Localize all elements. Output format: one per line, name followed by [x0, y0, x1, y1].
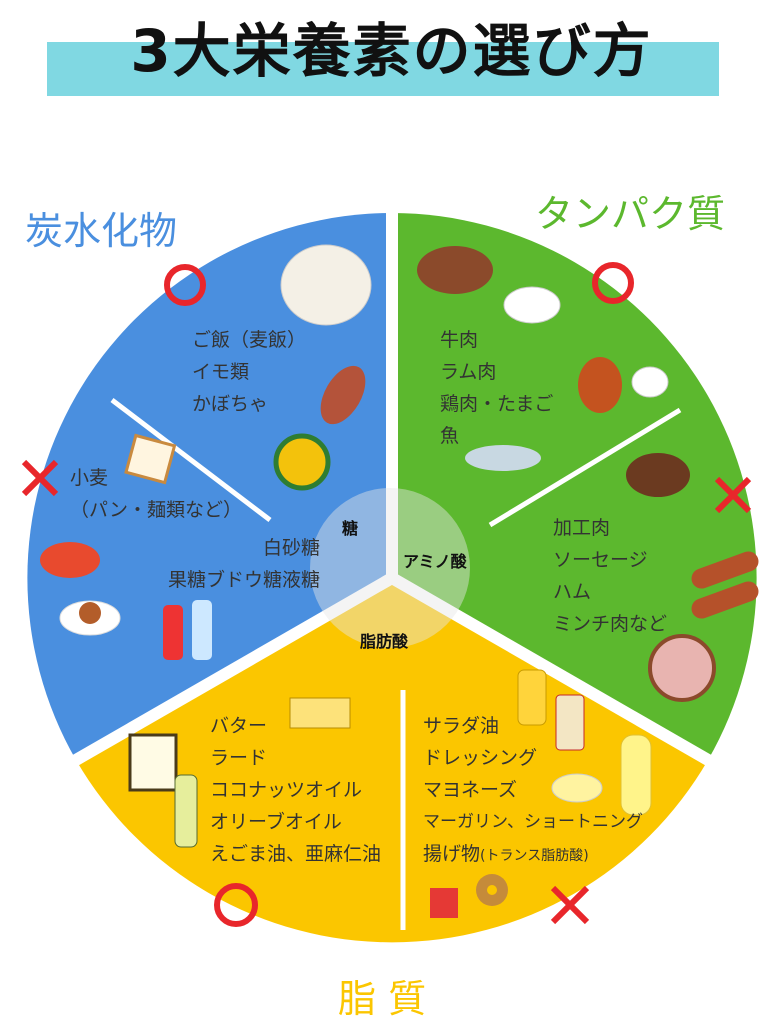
list-item: ラム肉: [440, 361, 497, 383]
protein-good-list: 牛肉 ラム肉 鶏肉・たまご 魚: [440, 324, 553, 452]
list-item: ハム: [553, 581, 592, 603]
list-item: （パン・麺類など）: [70, 499, 242, 521]
list-item: マヨネーズ: [423, 779, 518, 801]
protein-label: タンパク質: [535, 192, 726, 236]
title-bar: [47, 42, 719, 96]
hub-fatty-acid: 脂肪酸: [360, 632, 409, 651]
trans-fat-note: (トランス脂肪酸): [480, 848, 589, 864]
hub-sugar: 糖: [342, 519, 359, 538]
list-item: オリーブオイル: [210, 811, 342, 833]
carb-label: 炭水化物: [25, 209, 178, 253]
list-item: 牛肉: [440, 329, 479, 351]
carb-bad-list: 小麦 （パン・麺類など）: [70, 462, 242, 526]
carb-good-list: ご飯（麦飯） イモ類 かぼちゃ: [192, 324, 306, 420]
list-item: 鶏肉・たまご: [440, 393, 554, 415]
hub-amino-acid: アミノ酸: [403, 552, 467, 571]
list-item: ソーセージ: [553, 549, 648, 571]
page-title: 3大栄養素の選び方: [130, 17, 653, 85]
fried-food-label: 揚げ物: [423, 843, 481, 865]
list-item: マーガリン、ショートニング: [423, 812, 643, 832]
good-marks: [164, 262, 634, 927]
list-item: ご飯（麦飯）: [192, 329, 307, 351]
list-item: 果糖ブドウ糖液糖: [167, 569, 320, 591]
hub-circle: [310, 488, 470, 648]
list-item: イモ類: [192, 361, 250, 383]
protein-sector: [392, 213, 757, 760]
list-item: 小麦: [70, 467, 109, 489]
list-item: ラード: [210, 747, 268, 769]
list-item: 白砂糖: [262, 537, 320, 559]
list-item: 魚: [440, 425, 460, 447]
fat-bad-list: サラダ油 ドレッシング マヨネーズ マーガリン、ショートニング 揚げ物(トランス…: [423, 710, 643, 872]
list-item: ドレッシング: [423, 747, 538, 769]
list-item: ココナッツオイル: [210, 779, 363, 801]
protein-bad-list: 加工肉 ソーセージ ハム ミンチ肉など: [553, 512, 667, 640]
list-item: かぼちゃ: [192, 393, 269, 415]
good-bad-dividers: [110, 398, 682, 930]
fat-good-list: バター ラード ココナッツオイル オリーブオイル えごま油、亜麻仁油: [210, 710, 381, 870]
list-item: 揚げ物(トランス脂肪酸): [423, 838, 643, 872]
carb-sugar-list: 白砂糖 果糖ブドウ糖液糖: [150, 532, 320, 596]
food-illustrations: [40, 244, 759, 918]
list-item: サラダ油: [423, 715, 500, 737]
list-item: 加工肉: [553, 517, 611, 539]
list-item: ミンチ肉など: [553, 613, 668, 635]
list-item: バター: [210, 715, 268, 737]
bad-marks: [21, 459, 752, 925]
fat-label: 脂 質: [338, 977, 427, 1021]
list-item: えごま油、亜麻仁油: [210, 843, 382, 865]
sector-dividers: [66, 205, 718, 770]
